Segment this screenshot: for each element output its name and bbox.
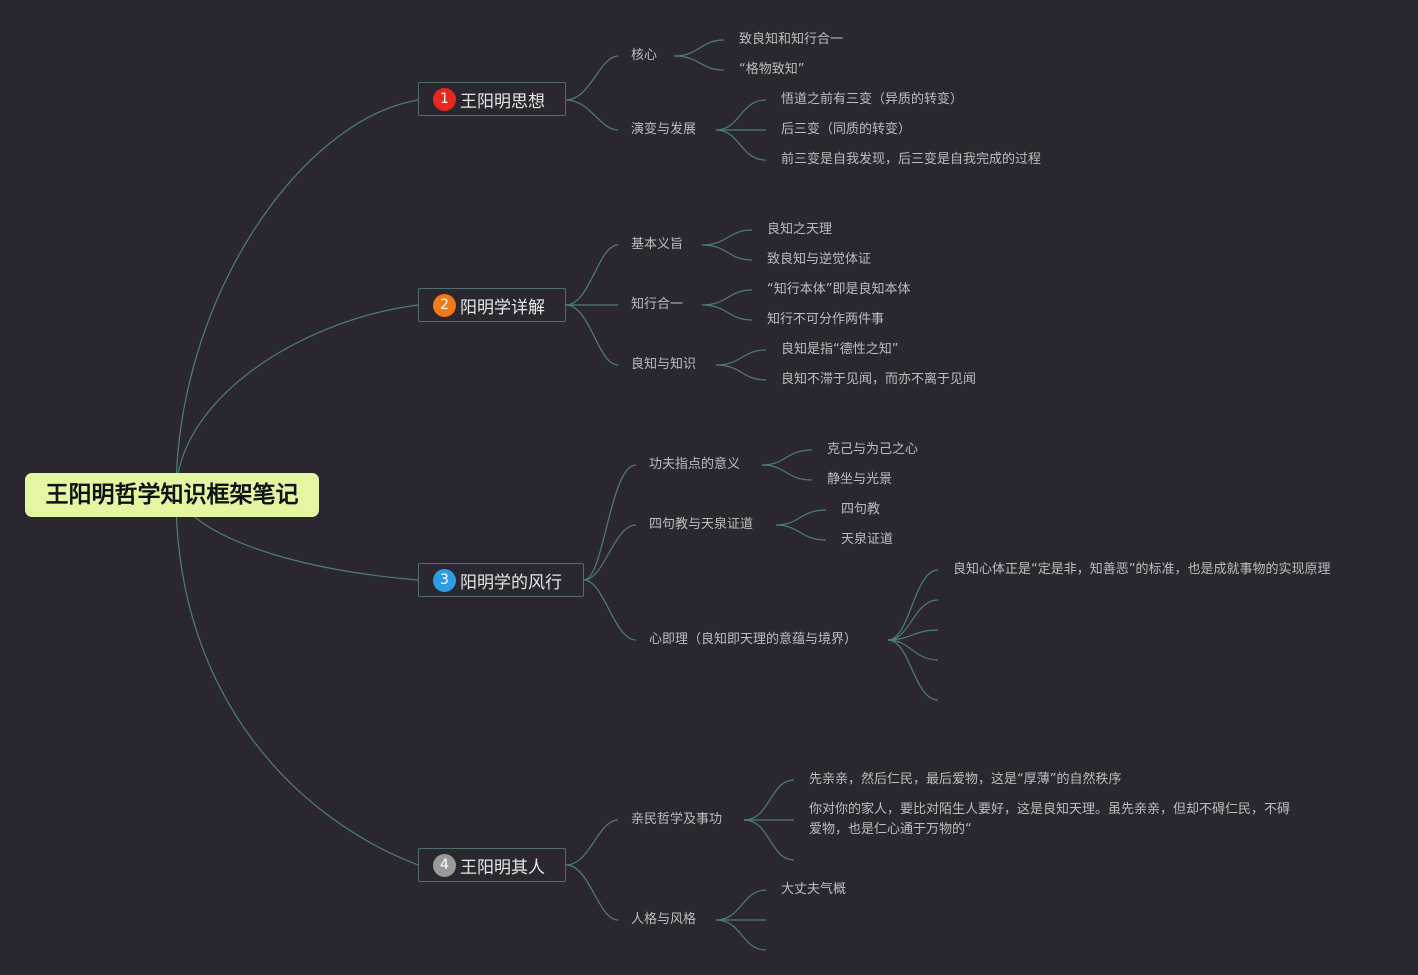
branch-topic-4[interactable]: 4 王阳明其人 [418,848,566,882]
leaf-2-3-2[interactable]: 良知不滞于见闻，而亦不离于见闻 [781,372,977,387]
leaf-3-2-1[interactable]: 四句教 [841,502,881,517]
leaf-4-1-1[interactable]: 先亲亲，然后仁民，最后爱物，这是“厚薄”的自然秩序 [809,772,1122,787]
leaf-2-3-1[interactable]: 良知是指“德性之知” [781,342,899,357]
subtopic-4-2[interactable]: 人格与风格 [631,912,697,927]
leaf-1-2-3[interactable]: 前三变是自我发现，后三变是自我完成的过程 [781,152,1042,167]
leaf-2-2-1[interactable]: “知行本体”即是良知本体 [767,282,911,297]
subtopic-4-1[interactable]: 亲民哲学及事功 [631,812,723,827]
subtopic-2-2[interactable]: 知行合一 [631,297,684,312]
leaf-1-2-1[interactable]: 悟道之前有三变（异质的转变） [781,92,964,107]
subtopic-3-1[interactable]: 功夫指点的意义 [649,457,741,472]
branch-label-4: 王阳明其人 [460,857,545,878]
branch-topic-3[interactable]: 3 阳明学的风行 [418,563,584,597]
branch-label-2: 阳明学详解 [460,297,545,318]
leaf-1-1-1[interactable]: 致良知和知行合一 [739,32,844,47]
leaf-3-3-1[interactable]: 良知心体正是“定是非，知善恶”的标准，也是成就事物的实现原理 [953,562,1331,577]
number-badge-1: 1 [433,87,456,111]
leaf-1-2-2[interactable]: 后三变（同质的转变） [781,122,912,137]
leaf-2-2-2[interactable]: 知行不可分作两件事 [767,312,885,327]
subtopic-2-1[interactable]: 基本义旨 [631,237,684,252]
leaf-3-1-2[interactable]: 静坐与光景 [827,472,893,487]
leaf-2-1-1[interactable]: 良知之天理 [767,222,833,237]
branch-topic-1[interactable]: 1 王阳明思想 [418,82,566,116]
number-badge-3: 3 [433,568,456,592]
number-badge-4: 4 [433,853,456,877]
branch-label-3: 阳明学的风行 [460,572,562,593]
branch-label-1: 王阳明思想 [460,91,545,112]
leaf-2-1-2[interactable]: 致良知与逆觉体证 [767,252,872,267]
subtopic-3-3[interactable]: 心即理（良知即天理的意蕴与境界） [649,632,858,647]
subtopic-1-2[interactable]: 演变与发展 [631,122,697,137]
subtopic-2-3[interactable]: 良知与知识 [631,357,697,372]
leaf-3-1-1[interactable]: 克己与为己之心 [827,442,919,457]
subtopic-1-1[interactable]: 核心 [631,48,658,63]
leaf-4-2-1[interactable]: 大丈夫气概 [781,882,847,897]
leaf-1-1-2[interactable]: “格物致知” [739,62,805,77]
subtopic-3-2[interactable]: 四句教与天泉证道 [649,517,754,532]
root-topic[interactable]: 王阳明哲学知识框架笔记 [25,473,319,517]
number-badge-2: 2 [433,293,456,317]
leaf-4-1-2[interactable]: 你对你的家人，要比对陌生人要好，这是良知天理。虽先亲亲，但却不碍仁民，不碍爱物，… [809,802,1291,837]
leaf-3-2-2[interactable]: 天泉证道 [841,532,894,547]
branch-topic-2[interactable]: 2 阳明学详解 [418,288,566,322]
